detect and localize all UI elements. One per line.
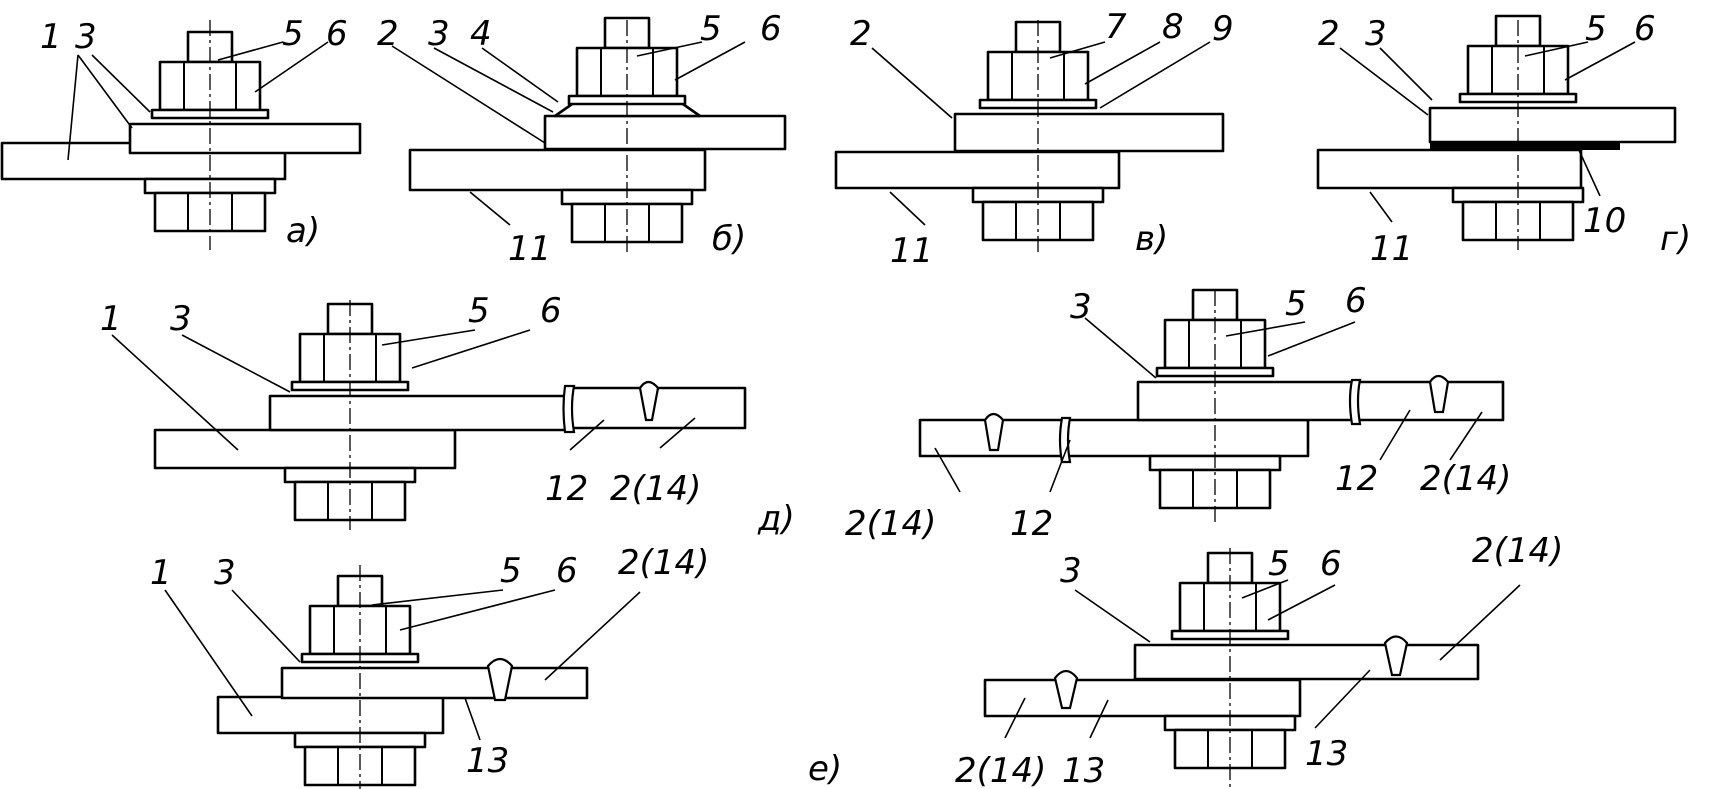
lower-bar [834,150,1121,190]
caption: е) [808,749,842,789]
caption: д) [757,499,795,539]
label-part: 2(14) [618,543,709,583]
label-part: 6 [1345,281,1367,321]
upper-bar [128,122,362,155]
label-part: 6 [556,551,578,591]
label-part: 6 [1634,9,1656,49]
upper-bar [543,114,787,151]
label-part: 5 [1585,9,1607,49]
label-part: 12 [1010,504,1053,544]
label-part: 1 [40,17,62,57]
label-part: 3 [1070,287,1092,327]
label-part: 5 [500,551,522,591]
label-part: 3 [170,299,192,339]
lower-bar [983,678,1302,718]
label-part: 2 [850,14,872,54]
label-part: 3 [75,17,97,57]
lower-bar [1316,148,1583,190]
label-part: 2 [1318,14,1340,54]
diagram-a: 1 3 5 6 а) [0,14,362,251]
label-part: 5 [1268,544,1290,584]
upper-bar [1428,106,1677,144]
caption: в) [1135,219,1168,259]
diagram-e-right: 3 5 6 2(14) 2(14) 13 13 [955,531,1563,789]
label-part: 2 [377,14,399,54]
label-part: 11 [890,231,933,271]
label-part: 5 [1285,284,1307,324]
caption: б) [712,219,746,259]
gasket [1430,142,1620,150]
diagram-b: 2 3 4 5 6 11 б) [377,9,787,269]
upper-bar [280,666,589,700]
upper-bar [1133,643,1480,681]
label-part: 3 [1060,551,1082,591]
upper-bar [268,394,572,432]
label-part: 5 [700,9,722,49]
label-part: 7 [1105,7,1127,47]
label-part: 10 [1583,201,1626,241]
label-part: 8 [1162,7,1184,47]
label-part: 12 [1335,459,1378,499]
lower-bar [918,418,1310,458]
label-part: 6 [760,9,782,49]
lower-bar [408,148,707,192]
label-part: 3 [1365,14,1387,54]
upper-bar [953,112,1225,153]
caption: г) [1660,219,1691,259]
label-part: 2(14) [845,504,936,544]
label-part: 6 [540,291,562,331]
label-part: 5 [282,14,304,54]
label-part: 2(14) [1472,531,1563,571]
diagram-d-left: 1 3 5 6 12 2(14) [100,291,747,530]
label-part: 1 [150,553,172,593]
label-part: 6 [1320,544,1342,584]
diagram-e-left: 1 3 5 6 2(14) 13 [150,543,709,789]
label-part: 4 [470,14,492,54]
label-part: 12 [545,469,588,509]
label-part: 9 [1212,9,1234,49]
label-part: 5 [468,291,490,331]
upper-bar [1136,380,1505,422]
label-part: 1 [100,299,122,339]
label-part: 11 [508,229,551,269]
label-part: 13 [466,741,509,781]
caption: а) [286,211,320,251]
label-part: 3 [428,14,450,54]
diagram-d-right: 3 5 6 12 2(14) 12 2(14) [845,281,1511,544]
label-part: 3 [214,553,236,593]
diagram-g: 2 3 5 6 10 11 г) [1316,9,1691,269]
label-part: 2(14) [610,469,701,509]
lower-bar [153,428,457,470]
label-part: 11 [1370,229,1413,269]
diagram-v: 2 7 8 9 11 в) [834,7,1234,271]
label-part: 13 [1062,751,1105,789]
label-part: 2(14) [955,751,1046,789]
label-part: 2(14) [1420,459,1511,499]
label-part: 13 [1305,734,1348,774]
label-part: 6 [326,14,348,54]
